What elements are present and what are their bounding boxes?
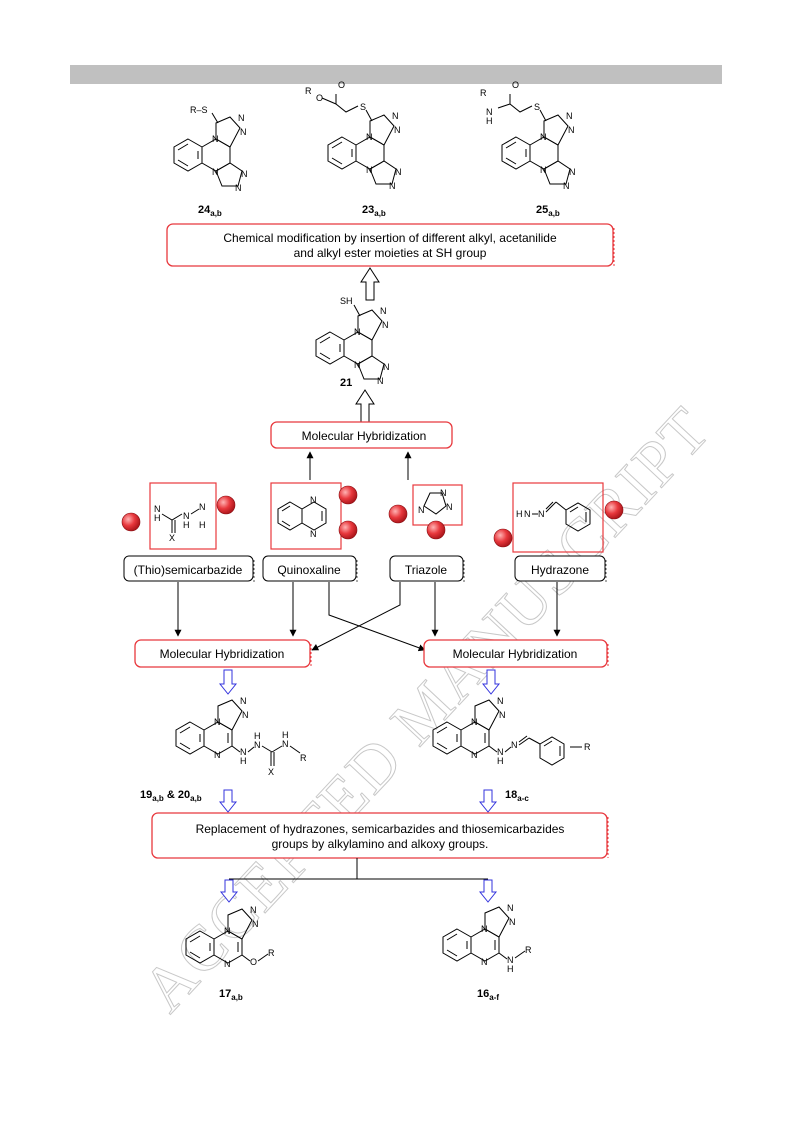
fragment-box-triazole (389, 555, 464, 582)
blue-open-arrow-right-3 (478, 879, 498, 903)
fragment-quinoxaline: N N (270, 482, 358, 550)
svg-text:N: N (440, 488, 447, 498)
hybridization-box-top (270, 421, 453, 449)
svg-text:R: R (480, 88, 487, 98)
compound-18-label: 18a-c (505, 789, 529, 803)
svg-text:S: S (360, 102, 366, 112)
fragment-label-quinoxaline: Quinoxaline (277, 563, 341, 577)
hybridization-box-right-label: Molecular Hybridization (453, 647, 578, 661)
svg-text:H: H (240, 756, 247, 766)
blue-open-arrow-left-2 (218, 789, 238, 813)
svg-text:R: R (268, 948, 275, 958)
svg-text:N: N (418, 505, 425, 515)
hybridization-box-left (134, 639, 311, 668)
svg-text:H: H (516, 509, 523, 519)
svg-text:X: X (169, 533, 175, 543)
fragment-box-quinoxaline (262, 555, 357, 582)
svg-text:R: R (525, 945, 532, 955)
compound-24-structure: R–S (173, 105, 248, 194)
compound-19-20-structure: N H N H X N H R (175, 695, 307, 777)
blue-open-arrow-right-2 (478, 789, 498, 813)
svg-text:H: H (497, 756, 504, 766)
svg-text:N: N (199, 502, 206, 512)
hybridization-box-top-label: Molecular Hybridization (302, 429, 427, 443)
svg-text:O: O (338, 80, 345, 90)
svg-text:H: H (507, 964, 514, 974)
compound-23-structure: S O O R (305, 80, 402, 192)
svg-text:R: R (300, 753, 307, 763)
svg-text:N: N (486, 107, 493, 117)
svg-text:SH: SH (340, 296, 353, 306)
compound-21-label: 21 (340, 377, 352, 389)
svg-text:S: S (534, 102, 540, 112)
svg-text:N: N (310, 529, 317, 539)
svg-text:R–S: R–S (190, 105, 208, 115)
blue-open-arrow-left-3 (219, 879, 239, 903)
svg-text:H: H (282, 730, 289, 740)
compound-25-label: 25a,b (536, 204, 560, 218)
svg-text:N: N (507, 955, 514, 965)
compound-16-label: 16a-f (477, 988, 499, 1002)
replacement-line1: Replacement of hydrazones, semicarbazide… (196, 822, 565, 836)
open-arrow-up-1 (360, 267, 380, 301)
svg-text:H: H (199, 520, 206, 530)
fragment-label-triazole: Triazole (405, 563, 448, 577)
compound-18-structure: N H N R (432, 695, 591, 766)
chemical-modification-line2: and alkyl ester moieties at SH group (294, 246, 487, 260)
header-bar (70, 65, 722, 84)
compound-16-structure: N H R (442, 902, 532, 974)
svg-text:N: N (183, 511, 190, 521)
compound-23-label: 23a,b (362, 204, 386, 218)
chemical-modification-line1: Chemical modification by insertion of di… (223, 231, 557, 245)
svg-text:O: O (250, 957, 257, 967)
svg-text:N: N (154, 504, 161, 514)
svg-text:N: N (524, 509, 531, 519)
fragment-thiosemicarbazide: N H X N H N H (121, 482, 236, 550)
svg-text:N: N (282, 739, 289, 749)
svg-text:H: H (486, 116, 493, 126)
svg-text:N: N (511, 740, 518, 750)
fragment-label-thiosemicarbazide: (Thio)semicarbazide (134, 563, 243, 577)
svg-text:X: X (268, 767, 274, 777)
svg-text:N: N (254, 740, 261, 750)
svg-text:N: N (497, 747, 504, 757)
open-arrow-up-2 (355, 389, 375, 423)
compound-25-structure: S O N H R (480, 80, 576, 192)
blue-open-arrow-left-1 (218, 669, 238, 695)
svg-text:R: R (584, 742, 591, 752)
fragment-box-hydrazone (514, 555, 606, 582)
chemical-modification-box (166, 223, 614, 267)
fragment-label-hydrazone: Hydrazone (531, 563, 589, 577)
svg-text:N: N (538, 509, 545, 519)
svg-text:N: N (446, 502, 453, 512)
svg-text:N: N (310, 495, 317, 505)
replacement-line2: groups by alkylamino and alkoxy groups. (272, 837, 489, 851)
replacement-box (151, 812, 608, 859)
hybridization-box-right (423, 639, 608, 668)
hybridization-box-left-label: Molecular Hybridization (160, 647, 285, 661)
svg-text:H: H (183, 520, 190, 530)
svg-text:H: H (254, 731, 261, 741)
compound-21-structure: SH (315, 296, 390, 387)
svg-text:O: O (512, 80, 519, 90)
compound-17-label: 17a,b (219, 988, 243, 1002)
blue-open-arrow-right-1 (481, 669, 501, 695)
compound-19-20-label: 19a,b & 20a,b (140, 789, 202, 803)
svg-text:N: N (240, 747, 247, 757)
compound-24-label: 24a,b (198, 204, 222, 218)
svg-text:R: R (305, 86, 312, 96)
compound-17-structure: O R (185, 904, 275, 970)
svg-text:H: H (154, 513, 161, 523)
svg-text:O: O (316, 93, 323, 103)
fragment-triazole: N N N (388, 484, 463, 540)
fragment-box-thiosemicarbazide (123, 555, 254, 582)
fragment-hydrazone: H N N (493, 482, 624, 553)
